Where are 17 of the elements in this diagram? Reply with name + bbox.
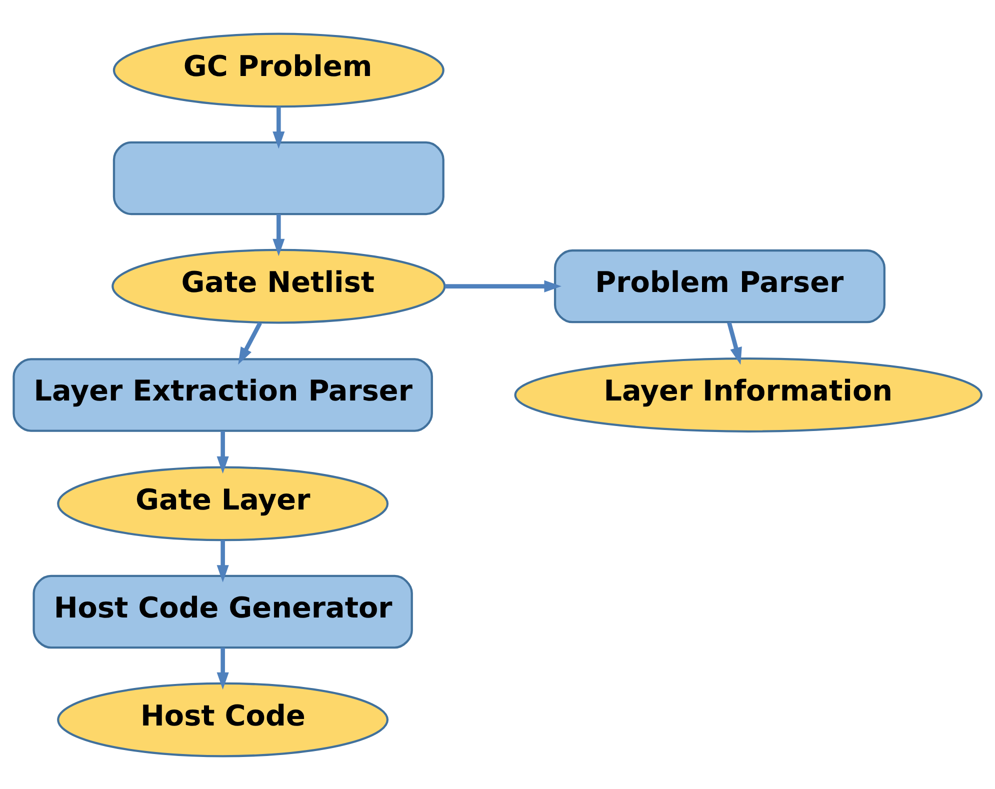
arrow [272,106,285,148]
node-box: Problem Parser [554,248,886,323]
arrow [444,280,562,292]
arrow [216,430,229,474]
node-ellipse: GC Problem [112,32,444,108]
node-box: Layer Extraction Parser [12,358,433,432]
arrow [238,321,262,364]
arrow [727,321,742,364]
arrow [216,540,229,582]
arrow [272,214,285,256]
node-box: Host Code Generator [32,574,413,648]
node-ellipse: Host Code [57,682,389,757]
arrow [216,647,229,690]
node-box [112,140,444,215]
node-ellipse: Layer Information [514,357,983,432]
node-ellipse: Gate Layer [57,466,389,541]
node-ellipse: Gate Netlist [112,248,446,324]
